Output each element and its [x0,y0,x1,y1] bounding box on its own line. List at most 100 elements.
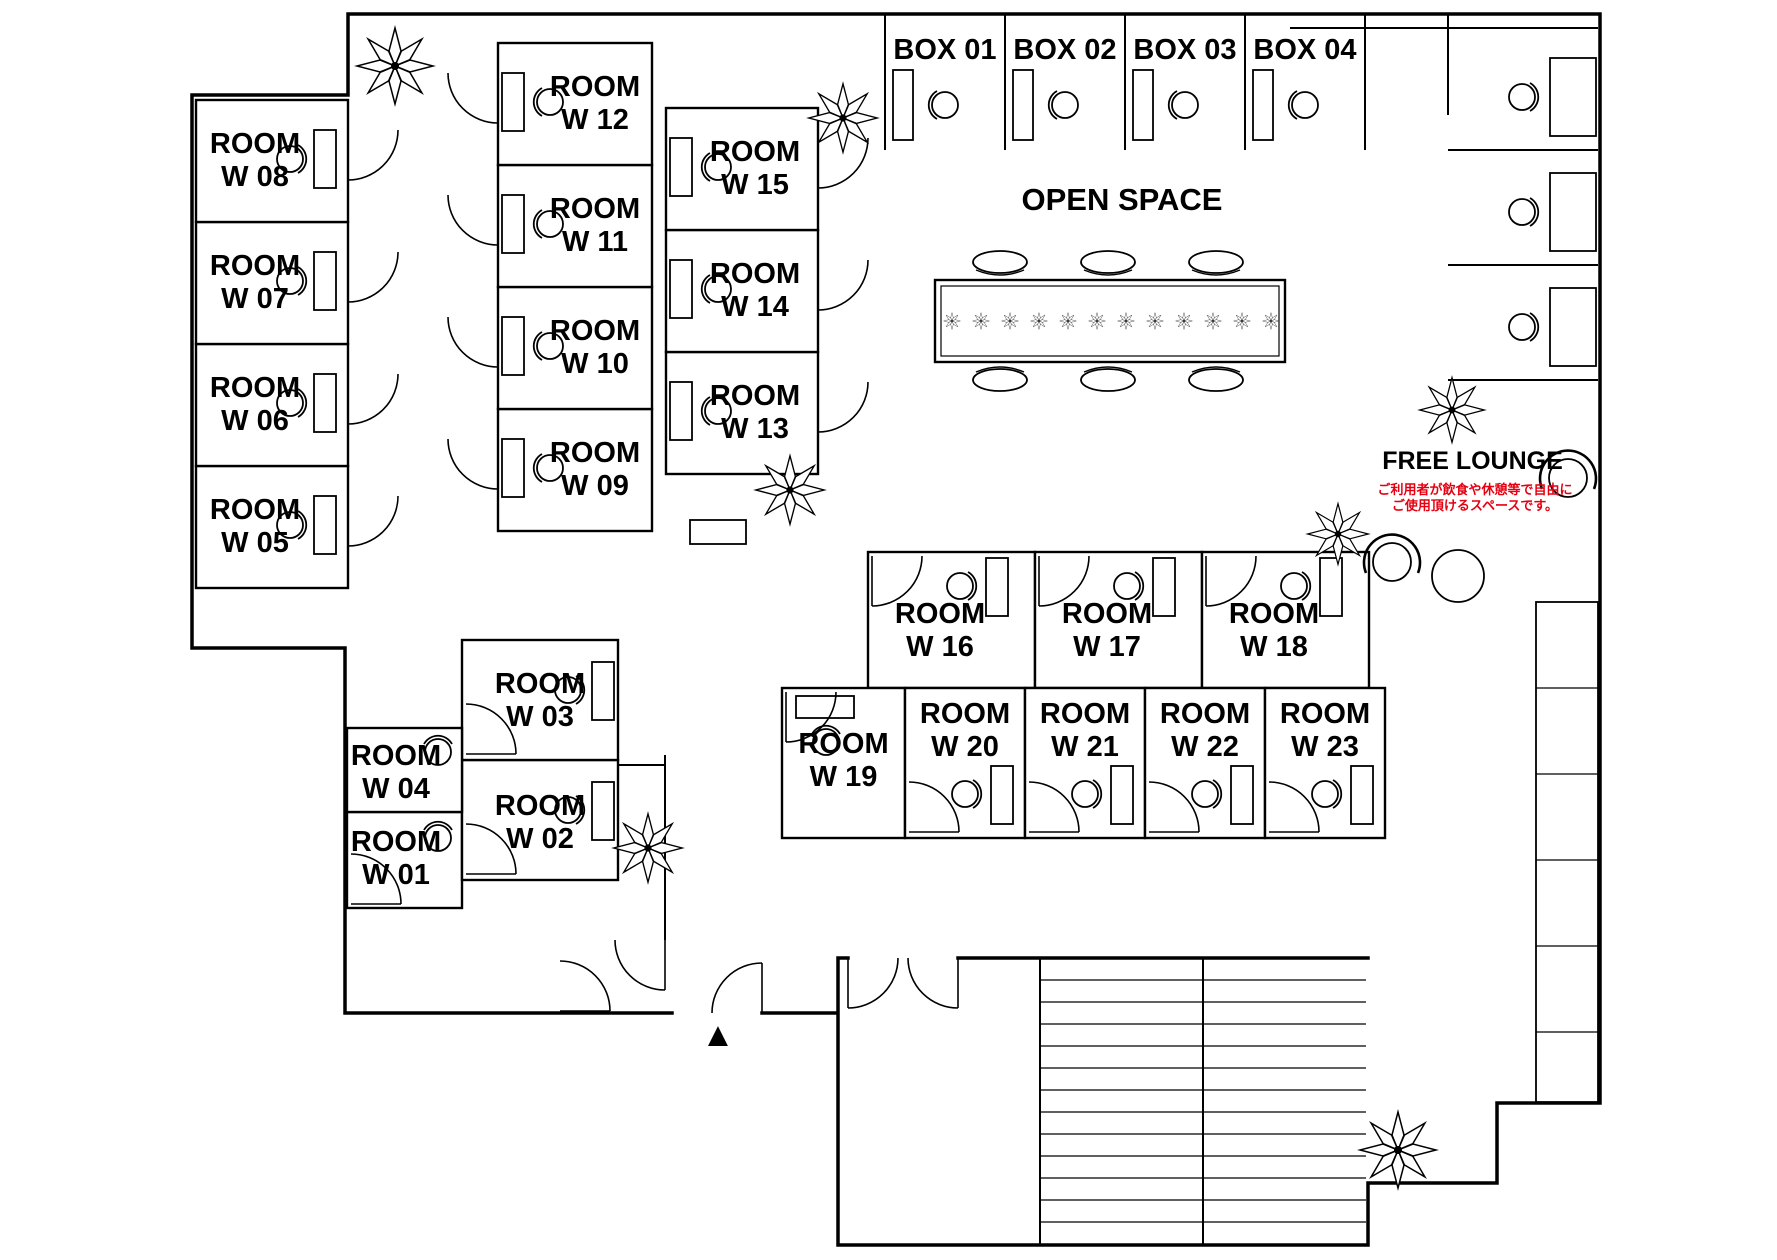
plant-icon [1262,312,1280,330]
desk [1230,765,1254,825]
box-04-label: BOX 04 [1253,34,1357,66]
desk [669,381,693,441]
room-w05-type: ROOM [209,494,301,526]
room-w19-type: ROOM [798,728,889,760]
room-label-w15: ROOM W 15 [700,136,810,202]
lounge-table [1431,549,1485,603]
desk [501,194,525,254]
room-w17-type: ROOM [1061,598,1153,630]
door-icon [817,381,869,433]
room-w05-number: W 05 [221,527,289,559]
entrance-marker: ▲ [701,1016,735,1054]
box-01-label: BOX 01 [893,34,997,66]
box-02-label: BOX 02 [1013,34,1117,66]
room-w11-type: ROOM [549,193,641,225]
room-w16-number: W 16 [906,631,974,663]
plant-icon [1088,312,1106,330]
chair-icon [1287,90,1319,120]
plant-icon [1419,377,1485,443]
room-label-w16: ROOM W 16 [880,598,1000,664]
room-label-w22: ROOM W 22 [1148,698,1262,764]
box-cubicles-furniture [892,69,1319,141]
chair-icon [1047,90,1079,120]
room-w18-type: ROOM [1228,598,1320,630]
room-label-w11: ROOM W 11 [540,193,650,259]
door-icon [447,438,499,490]
free-lounge-note: ご利用者が飲食や休憩等で自由に ご使用頂けるスペースです。 [1355,482,1595,514]
chair-icon [927,90,959,120]
desk [1012,69,1034,141]
room-label-w05: ROOM W 05 [200,494,310,560]
desk [1549,172,1597,252]
desk [1110,765,1134,825]
chair-icon [1508,82,1540,112]
door-icon [347,495,399,547]
desk [313,495,337,555]
room-w10-type: ROOM [549,315,641,347]
plant-icon [1233,312,1251,330]
room-w04-number: W 04 [362,773,430,805]
plant-icon [972,312,990,330]
room-w15-number: W 15 [721,169,789,201]
desk [990,765,1014,825]
desk [313,373,337,433]
room-w15-type: ROOM [709,136,801,168]
room-w02-type: ROOM [494,790,586,822]
chair-icon [1188,250,1244,276]
desk [1549,57,1597,137]
printer-table [689,519,747,545]
room-w23-type: ROOM [1279,698,1371,730]
cabinet-dividers [1536,687,1598,1033]
room-w08-type: ROOM [209,128,301,160]
room-label-w14: ROOM W 14 [700,258,810,324]
room-w23-number: W 23 [1291,731,1359,763]
room-label-w18: ROOM W 18 [1214,598,1334,664]
chair-icon [1508,312,1540,342]
chair-icon [972,250,1028,276]
desk [313,251,337,311]
room-w09-number: W 09 [561,470,629,502]
conference-table [933,250,1287,392]
room-label-w17: ROOM W 17 [1047,598,1167,664]
plant-icon [755,455,825,525]
chair-icon [1188,366,1244,392]
room-w20-number: W 20 [931,731,999,763]
plant-icon [1117,312,1135,330]
plant-icon [943,312,961,330]
right-wall-desks [1508,57,1597,367]
room-w22-type: ROOM [1159,698,1251,730]
room-w20-type: ROOM [919,698,1011,730]
door-icon [447,194,499,246]
room-w22-number: W 22 [1171,731,1239,763]
desk [313,129,337,189]
room-w18-number: W 18 [1240,631,1308,663]
door-icon [711,962,763,1014]
plant-icon [1359,1111,1437,1189]
cabinet-column [1535,601,1599,1103]
door-icon [447,316,499,368]
room-w06-number: W 06 [221,405,289,437]
room-w13-type: ROOM [709,380,801,412]
door-icon [347,373,399,425]
table-outline [933,278,1287,364]
desk [1132,69,1154,141]
room-label-w07: ROOM W 07 [200,250,310,316]
plant-icon [1059,312,1077,330]
room-w10-number: W 10 [561,348,629,380]
open-space-label: OPEN SPACE [1021,182,1223,217]
desk [892,69,914,141]
room-w01-number: W 01 [362,859,430,891]
desk [669,137,693,197]
chair-icon [1508,197,1540,227]
room-w03-type: ROOM [494,668,586,700]
desk [1549,287,1597,367]
room-label-w23: ROOM W 23 [1268,698,1382,764]
room-w01-type: ROOM [350,826,442,858]
lounge-chair-icon [1362,533,1422,583]
desk [1350,765,1374,825]
room-w09-type: ROOM [549,437,641,469]
room-w12-number: W 12 [561,104,629,136]
room-label-w09: ROOM W 09 [540,437,650,503]
door-icon [847,957,899,1009]
